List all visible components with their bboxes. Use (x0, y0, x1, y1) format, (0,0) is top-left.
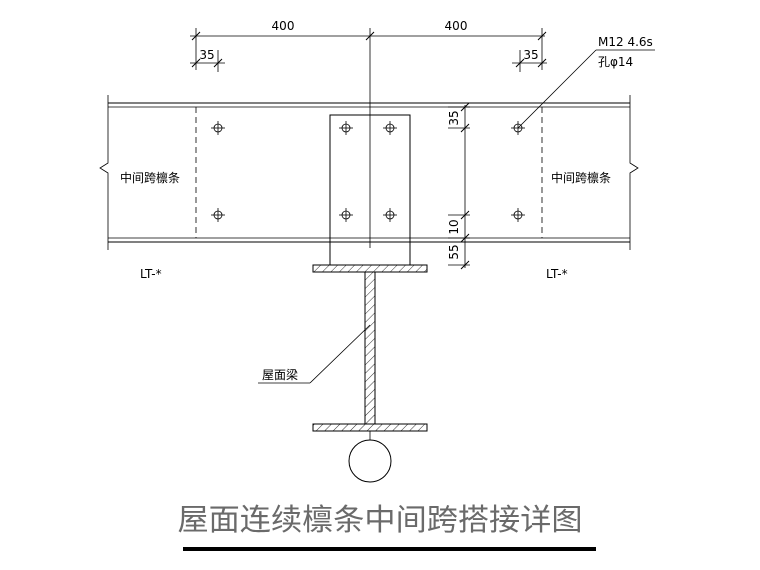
dim-tick (460, 102, 470, 112)
bolt-hole (211, 208, 225, 222)
dim-tick (515, 58, 525, 68)
beam-bottom-flange (312, 423, 428, 432)
dim-tick (460, 123, 470, 133)
dim-tick (460, 233, 470, 243)
dim-tick (213, 58, 223, 68)
dim-tick (460, 210, 470, 220)
beam-callout: 屋面梁 (258, 324, 371, 384)
bolt-hole (383, 208, 397, 222)
bolt-hole (339, 208, 353, 222)
dim-tick (365, 31, 375, 41)
bolt-hole (511, 208, 525, 222)
top-dimension-group: 400 400 (190, 19, 547, 248)
edge-dimension-group: 35 35 (190, 48, 547, 72)
right-purlin-label: 中间跨檩条 (551, 170, 611, 185)
beam-leader-line (309, 324, 371, 384)
bolt-spec-label: M12 4.6s (598, 35, 653, 49)
vertical-dimension-group: 35 10 55 (447, 102, 470, 270)
beam-web (364, 271, 376, 425)
bolt-callout: M12 4.6s 孔φ14 (517, 35, 655, 129)
dim-lower-edge: 55 (447, 244, 461, 259)
dim-tick (191, 58, 201, 68)
hole-spec-label: 孔φ14 (598, 55, 633, 69)
roof-beam (312, 264, 428, 483)
bolt-holes (211, 121, 525, 222)
left-purlin-mark: LT-* (140, 267, 162, 281)
beam-top-flange (312, 264, 428, 273)
dim-tick (537, 58, 547, 68)
dim-right-span: 400 (445, 19, 468, 33)
bolt-hole (339, 121, 353, 135)
dim-tick (460, 260, 470, 270)
title-underline (183, 547, 596, 551)
dim-tick (191, 31, 201, 41)
dim-tick (537, 31, 547, 41)
dim-upper-edge: 35 (447, 110, 461, 125)
right-purlin-mark: LT-* (546, 267, 568, 281)
axis-bubble (348, 439, 392, 483)
dim-left-span: 400 (272, 19, 295, 33)
drawing-title: 屋面连续檩条中间跨搭接详图 (178, 503, 583, 538)
dim-right-edge: 35 (523, 48, 538, 62)
dim-lower-spacing: 10 (447, 219, 461, 234)
right-break-line (629, 95, 639, 250)
dim-left-edge: 35 (199, 48, 214, 62)
beam-label: 屋面梁 (262, 367, 298, 382)
left-purlin-label: 中间跨檩条 (120, 170, 180, 185)
left-break-line (99, 95, 109, 250)
bolt-leader-line (517, 49, 597, 129)
bolt-hole (383, 121, 397, 135)
bolt-hole (511, 121, 525, 135)
bolt-hole (211, 121, 225, 135)
